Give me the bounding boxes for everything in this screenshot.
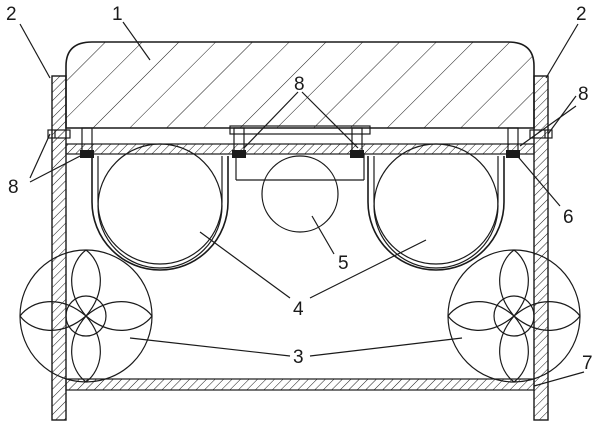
label-7: 7 xyxy=(582,353,593,374)
support-plate xyxy=(65,143,535,155)
bottom-plate xyxy=(65,378,535,391)
cylinder-left xyxy=(91,143,229,271)
top-block xyxy=(65,41,535,129)
bracket-left-outer xyxy=(47,129,71,139)
fan-left xyxy=(19,249,153,383)
fan-right xyxy=(447,249,581,383)
label-5: 5 xyxy=(338,253,349,274)
side-post-left xyxy=(51,75,67,421)
bracket-left-inner xyxy=(80,127,94,158)
center-cylinder xyxy=(261,155,339,233)
label-2-left: 2 xyxy=(6,4,17,25)
label-1: 1 xyxy=(112,4,123,25)
label-8-right: 8 xyxy=(578,84,589,105)
label-8-top: 8 xyxy=(294,74,305,95)
cylinder-right xyxy=(367,143,505,271)
leader-lines xyxy=(19,21,585,387)
side-post-right xyxy=(533,75,549,421)
bracket-right-outer xyxy=(529,129,553,139)
label-2-right: 2 xyxy=(576,4,587,25)
label-6: 6 xyxy=(563,207,574,228)
label-8-left: 8 xyxy=(8,177,19,198)
label-3: 3 xyxy=(293,347,304,368)
label-4: 4 xyxy=(293,299,304,320)
bracket-center xyxy=(229,125,371,181)
bracket-right-inner xyxy=(506,127,520,158)
